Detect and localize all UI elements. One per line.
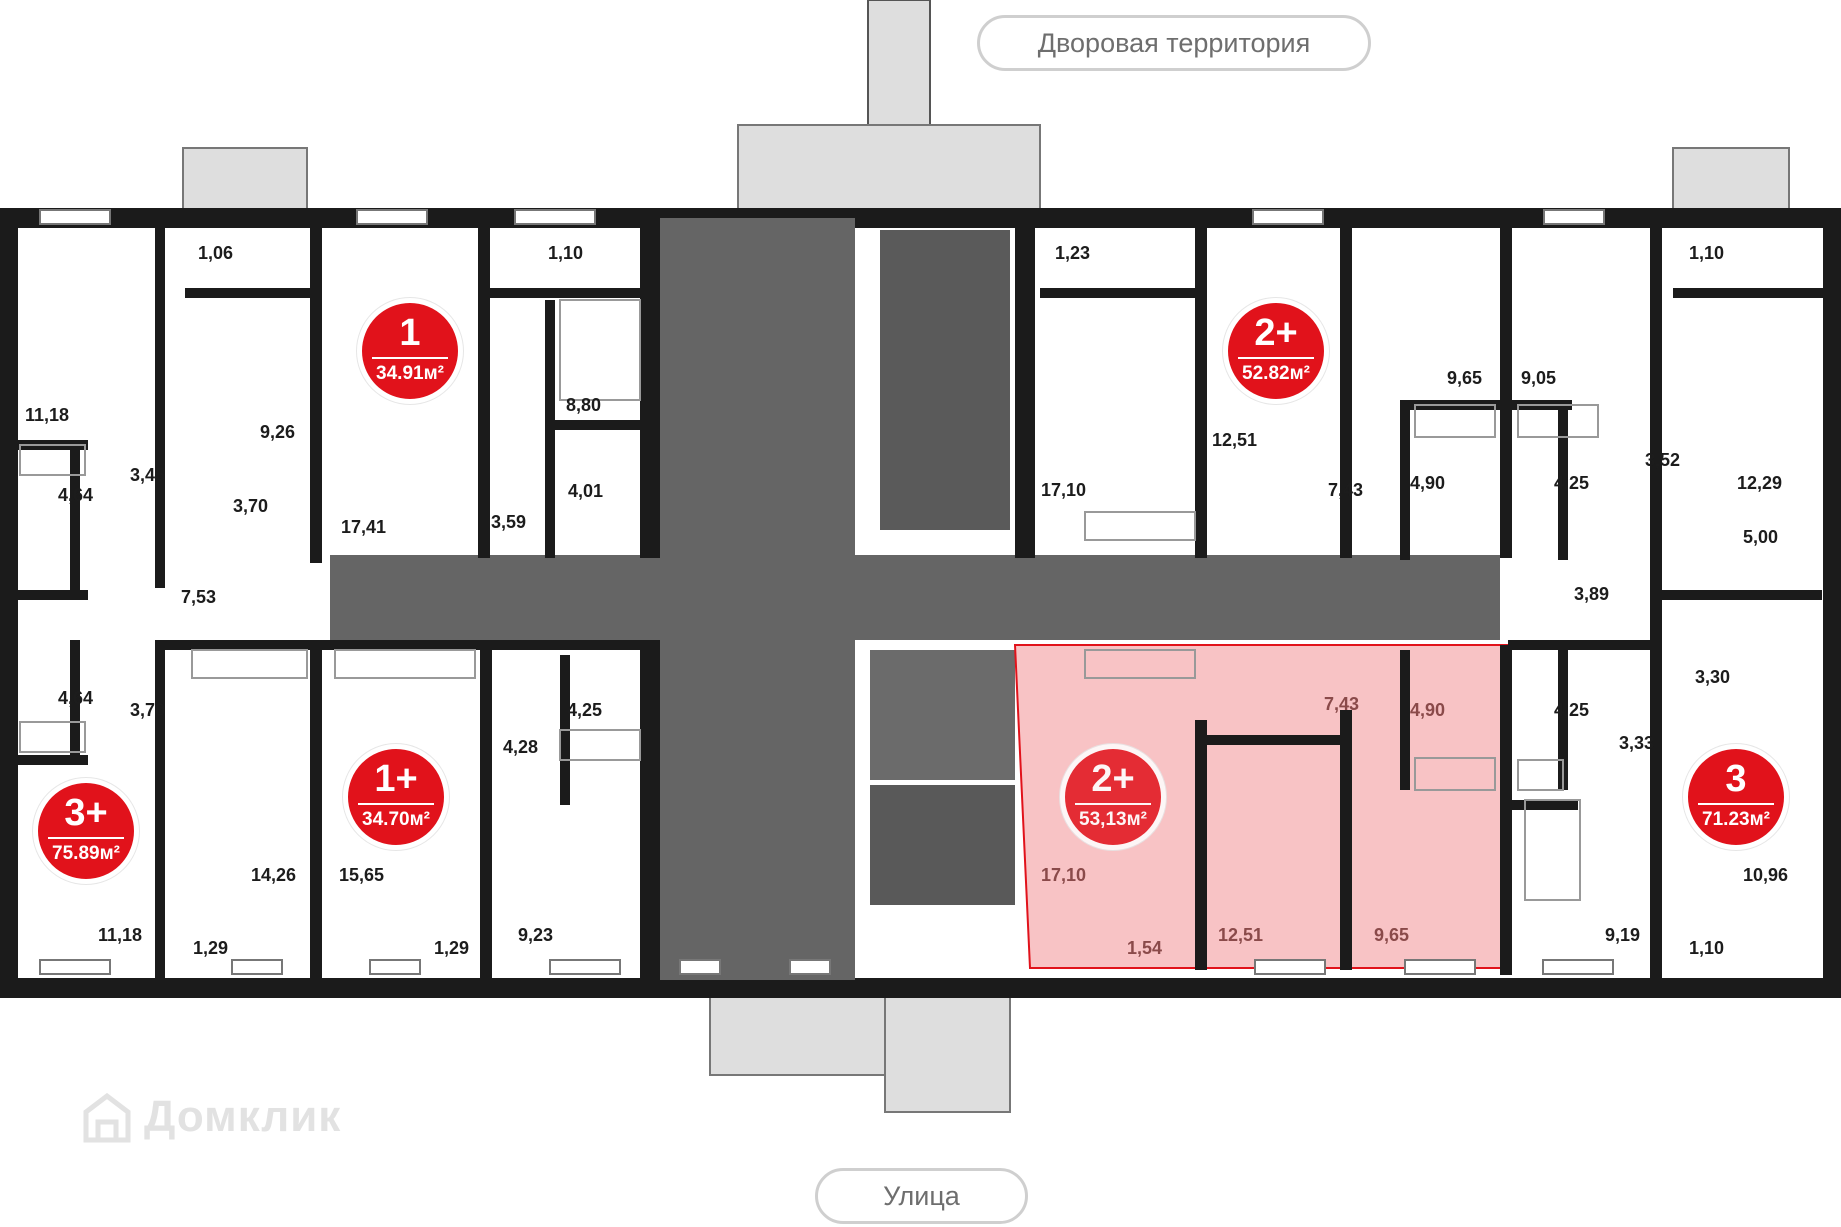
room-area: 3,89 [1574,584,1610,604]
room-area: 12,51 [1218,925,1264,945]
elevator-shaft [870,785,1015,905]
apartment-badge-highlighted[interactable]: 2+ 53,13м² [1060,744,1166,850]
room-area: 4,25 [567,700,603,720]
street-label: Улица [815,1168,1028,1224]
room-area: 10,96 [1743,865,1789,885]
apartment-badge[interactable]: 2+ 52.82м² [1223,298,1329,404]
room-area: 7,43 [1328,480,1364,500]
room-area: 12,29 [1737,473,1783,493]
room-area: 17,41 [341,517,387,537]
room-area: 1,23 [1055,243,1091,263]
room-area: 9,65 [1374,925,1410,945]
room-area: 9,65 [1447,368,1483,388]
apartment-area: 71.23м² [1702,809,1770,830]
room-area: 3,33 [1619,733,1655,753]
room-area: 1,29 [193,938,229,958]
room-area: 4,25 [1554,473,1590,493]
room-area: 9,23 [518,925,554,945]
top-entrance-porch [737,124,1041,214]
balcony [1672,147,1790,213]
room-area: 15,65 [339,865,385,885]
badge-separator [1698,803,1774,805]
room-area: 1,06 [198,243,234,263]
badge-separator [1238,357,1314,359]
room-area: 4,64 [58,485,94,505]
room-area: 9,19 [1605,925,1641,945]
apartment-badge[interactable]: 1+ 34.70м² [343,744,449,850]
apartment-area: 52.82м² [1242,363,1310,384]
room-area: 4,90 [1410,473,1446,493]
apartment-area: 75.89м² [52,843,120,864]
house-icon [83,1092,131,1143]
apartment-rooms: 3+ [64,792,108,834]
room-area: 17,10 [1041,865,1087,885]
apartment-badge[interactable]: 3 71.23м² [1683,744,1789,850]
badge-separator [48,837,124,839]
room-area: 9,05 [1521,368,1557,388]
brand-name: Домклик [144,1092,342,1141]
fixtures [19,299,1599,901]
apartment-area: 34.91м² [376,363,444,384]
room-area: 1,10 [548,243,584,263]
room-area: 4,64 [58,688,94,708]
brand-watermark: Домклик [80,1090,341,1144]
room-area: 4,28 [503,737,539,757]
room-area: 3,59 [491,512,527,532]
room-area: 8,80 [566,395,602,415]
apartment-area: 34.70м² [362,809,430,830]
staircase [880,230,1010,530]
room-area: 11,18 [25,405,70,425]
apartment-rooms: 2+ [1254,312,1298,354]
windows [39,209,1614,975]
room-area: 12,51 [1212,430,1258,450]
room-area: 3,70 [233,496,269,516]
room-area: 1,54 [1127,938,1163,958]
room-area: 9,26 [260,422,296,442]
room-area: 1,29 [434,938,470,958]
elevator-hall [870,650,1015,780]
top-entrance-path [867,0,931,126]
badge-separator [1075,803,1151,805]
apartment-rooms: 1+ [374,758,418,800]
room-area: 1,10 [1689,243,1725,263]
badge-separator [372,357,448,359]
apartment-rooms: 1 [399,312,421,354]
room-area: 1,10 [1689,938,1725,958]
room-area: 11,18 [98,925,143,945]
room-area: 7,43 [1324,694,1360,714]
room-area: 3,70 [130,700,166,720]
room-area: 4,01 [568,481,604,501]
room-area: 14,26 [251,865,297,885]
apartment-area: 53,13м² [1079,809,1147,830]
apartment-badge[interactable]: 1 34.91м² [357,298,463,404]
room-area: 17,10 [1041,480,1087,500]
room-area: 5,00 [1743,527,1779,547]
room-area: 3,30 [1695,667,1731,687]
apartment-rooms: 2+ [1091,758,1135,800]
badge-separator [358,803,434,805]
apartment-rooms: 3 [1725,758,1747,800]
balcony [182,147,308,213]
room-area: 3,45 [130,465,166,485]
apartment-badge[interactable]: 3+ 75.89м² [33,778,139,884]
bottom-steps [709,984,886,1076]
room-area: 4,90 [1410,700,1446,720]
room-area: 3,52 [1645,450,1681,470]
room-area: 7,53 [181,587,217,607]
courtyard-label: Дворовая территория [977,15,1371,71]
common-corridor [330,218,1500,980]
room-area: 4,25 [1554,700,1590,720]
